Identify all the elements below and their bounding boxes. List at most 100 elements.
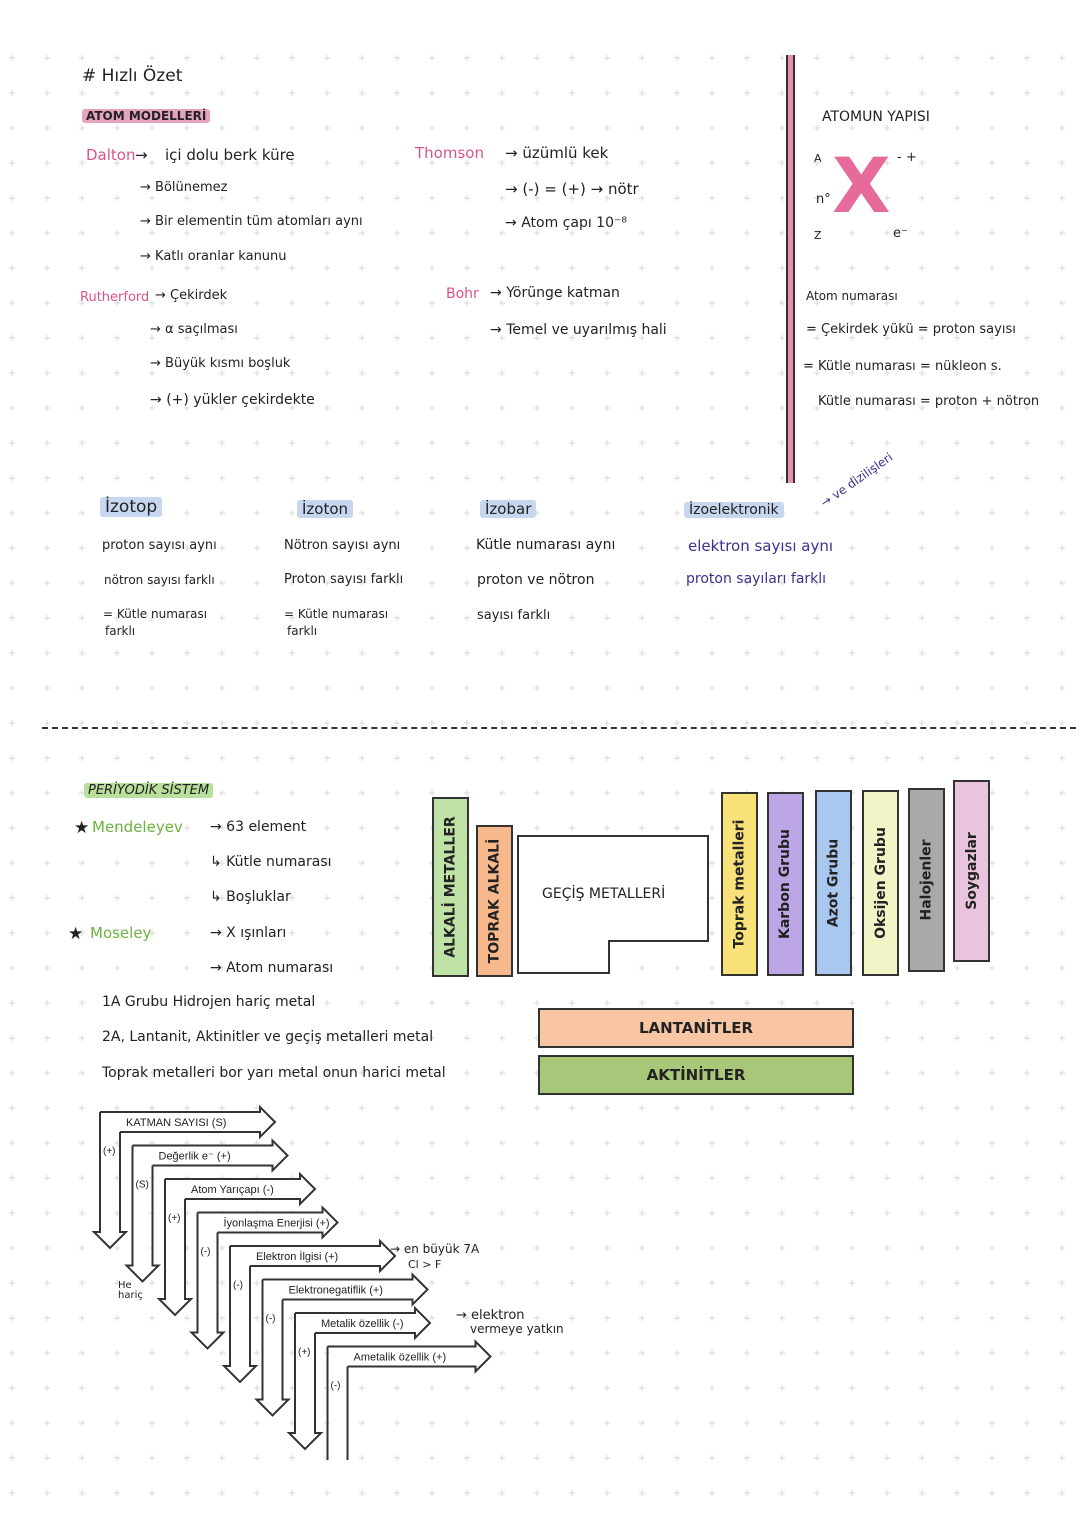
- lanthanides-label: LANTANİTLER: [638, 1019, 754, 1037]
- atom-structure-line: = Kütle numarası = nükleon s.: [803, 359, 1002, 374]
- izotop-line: nötron sayısı farklı: [104, 573, 215, 587]
- atom-symbol: X: [832, 141, 891, 230]
- group-bar-nitrogen: Azot Grubu: [815, 790, 852, 976]
- izobar-line: sayısı farklı: [477, 608, 551, 623]
- dalton-line: içi dolu berk küre: [165, 146, 295, 164]
- moseley-line: → Atom numarası: [210, 960, 334, 976]
- he-note: He hariç: [118, 1280, 143, 1301]
- atom-structure-heading: ATOMUN YAPISI: [822, 109, 930, 125]
- dalton-line: → Bir elementin tüm atomları aynı: [140, 214, 363, 229]
- mendeleyev-line: ↳ Kütle numarası: [210, 854, 332, 870]
- trend-label: İyonlaşma Enerjisi (+): [224, 1217, 330, 1230]
- izoton-line: farklı: [287, 624, 318, 638]
- group-label: Toprak metalleri: [731, 819, 748, 949]
- izotop-line: farklı: [105, 624, 136, 638]
- group-bar-noble-gases: Soygazlar: [953, 780, 990, 962]
- trend-label: Elektron İlgisi (+): [256, 1250, 338, 1263]
- atomic-number-label: Z: [814, 229, 822, 242]
- izobar-title: İzobar: [480, 500, 537, 518]
- trend-arrow: Atom Yarıçapı (-)(+): [156, 1171, 317, 1317]
- neutron-label: n°: [816, 192, 831, 207]
- mendeleyev-name: Mendeleyev: [92, 818, 183, 836]
- izoelektronik-line: proton sayıları farklı: [686, 571, 827, 587]
- metallic-note: → elektron: [456, 1308, 525, 1323]
- trend-label: KATMAN SAYISI (S): [126, 1117, 226, 1129]
- trend-label: Atom Yarıçapı (-): [191, 1184, 274, 1196]
- thomson-line: → (-) = (+) → nötr: [505, 180, 639, 198]
- trend-down-sign: (+): [103, 1146, 116, 1157]
- periodic-heading: PERİYODİK SİSTEM: [84, 783, 214, 798]
- group-bar-alkaline-earth: TOPRAK ALKALİ: [476, 825, 513, 977]
- bohr-line: → Temel ve uyarılmış hali: [490, 322, 667, 338]
- group-label: Karbon Grubu: [777, 828, 794, 940]
- bohr-name: Bohr: [446, 286, 479, 302]
- transition-metals-block: [517, 835, 709, 974]
- trend-label: Metalik özellik (-): [321, 1318, 404, 1330]
- izotop-line: proton sayısı aynı: [102, 538, 217, 553]
- trend-down-sign: (-): [331, 1381, 341, 1392]
- trend-down-sign: (-): [201, 1247, 211, 1258]
- izotop-line: = Kütle numarası: [103, 607, 208, 621]
- periodic-note: Toprak metalleri bor yarı metal onun har…: [102, 1065, 446, 1081]
- thomson-line: → üzümlü kek: [505, 144, 609, 162]
- trend-arrow: İyonlaşma Enerjisi (+) (-): [189, 1205, 339, 1350]
- actinides-label: AKTİNİTLER: [646, 1066, 746, 1084]
- atom-structure-line: = Çekirdek yükü = proton sayısı: [806, 322, 1016, 337]
- rutherford-line: → (+) yükler çekirdekte: [150, 392, 315, 408]
- trend-arrow: KATMAN SAYISI (S) (+): [91, 1104, 277, 1250]
- atom-structure-line: Kütle numarası = proton + nötron: [818, 394, 1040, 409]
- trend-down-sign: (-): [233, 1280, 243, 1291]
- group-label: Azot Grubu: [825, 838, 842, 928]
- mendeleyev-line: ↳ Boşluklar: [210, 889, 291, 905]
- dalton-line: → Katlı oranlar kanunu: [140, 249, 287, 264]
- izoton-line: Nötron sayısı aynı: [284, 538, 401, 553]
- mendeleyev-line: → 63 element: [210, 819, 307, 835]
- section-separator: [42, 727, 1076, 729]
- arrow-icon: →: [135, 146, 148, 164]
- electron-affinity-note: Cl > F: [408, 1258, 442, 1271]
- trend-label: Değerlik e⁻ (+): [159, 1151, 231, 1163]
- trend-arrow: Ametalik özellik (+) (-): [326, 1339, 492, 1460]
- electron-affinity-note: → en büyük 7A: [390, 1242, 480, 1256]
- izoton-line: Proton sayısı farklı: [284, 572, 404, 587]
- izotop-title: İzotop: [100, 497, 163, 517]
- electron-label: e⁻: [893, 226, 908, 241]
- trend-arrow: Elektronegatiflik (+) (-): [254, 1272, 429, 1417]
- group-label: TOPRAK ALKALİ: [486, 838, 503, 964]
- page-title: # Hızlı Özet: [82, 66, 183, 86]
- thomson-line: → Atom çapı 10⁻⁸: [505, 215, 627, 231]
- mass-number-label: A: [814, 152, 822, 165]
- dalton-line: → Bölünemez: [140, 180, 228, 195]
- rutherford-line: → Büyük kısmı boşluk: [150, 356, 291, 371]
- trend-down-sign: (S): [136, 1180, 149, 1191]
- trend-arrow: Metalik özellik (-) (+): [286, 1305, 432, 1451]
- trend-label: Ametalik özellik (+): [354, 1352, 447, 1364]
- transition-metals-label: GEÇİŞ METALLERİ: [542, 886, 666, 902]
- group-bar-boron: Toprak metalleri: [721, 792, 758, 976]
- group-label: Halojenler: [918, 839, 935, 921]
- star-icon: ★: [74, 818, 90, 838]
- group-label: ALKALİ METALLER: [442, 816, 459, 958]
- group-bar-carbon: Karbon Grubu: [767, 792, 804, 976]
- moseley-name: Moseley: [90, 924, 152, 942]
- trend-label: Elektronegatiflik (+): [289, 1285, 383, 1297]
- izoton-title: İzoton: [297, 500, 354, 518]
- group-label: Oksijen Grubu: [872, 827, 889, 939]
- trend-arrow: Değerlik e⁻ (+) (S): [124, 1138, 289, 1283]
- rutherford-line: → Çekirdek: [155, 288, 228, 303]
- trend-arrow: Elektron İlgisi (+) (-): [221, 1238, 397, 1384]
- periodic-note: 2A, Lantanit, Aktinitler ve geçiş metall…: [102, 1029, 434, 1045]
- group-bar-oxygen: Oksijen Grubu: [862, 790, 899, 976]
- izoelektronik-title: İzoelektronik: [684, 502, 784, 518]
- moseley-line: → X ışınları: [210, 925, 287, 941]
- atom-structure-line: Atom numarası: [806, 289, 898, 303]
- actinides-bar: AKTİNİTLER: [538, 1055, 854, 1095]
- rutherford-name: Rutherford: [80, 290, 150, 305]
- group-bar-halogens: Halojenler: [908, 788, 945, 972]
- thomson-name: Thomson: [415, 144, 484, 162]
- group-label: Soygazlar: [963, 832, 980, 910]
- periodic-note: 1A Grubu Hidrojen hariç metal: [102, 994, 316, 1010]
- izoelektronik-line: elektron sayısı aynı: [688, 537, 834, 555]
- metallic-note: vermeye yatkın: [470, 1322, 564, 1336]
- trend-down-sign: (+): [298, 1347, 311, 1358]
